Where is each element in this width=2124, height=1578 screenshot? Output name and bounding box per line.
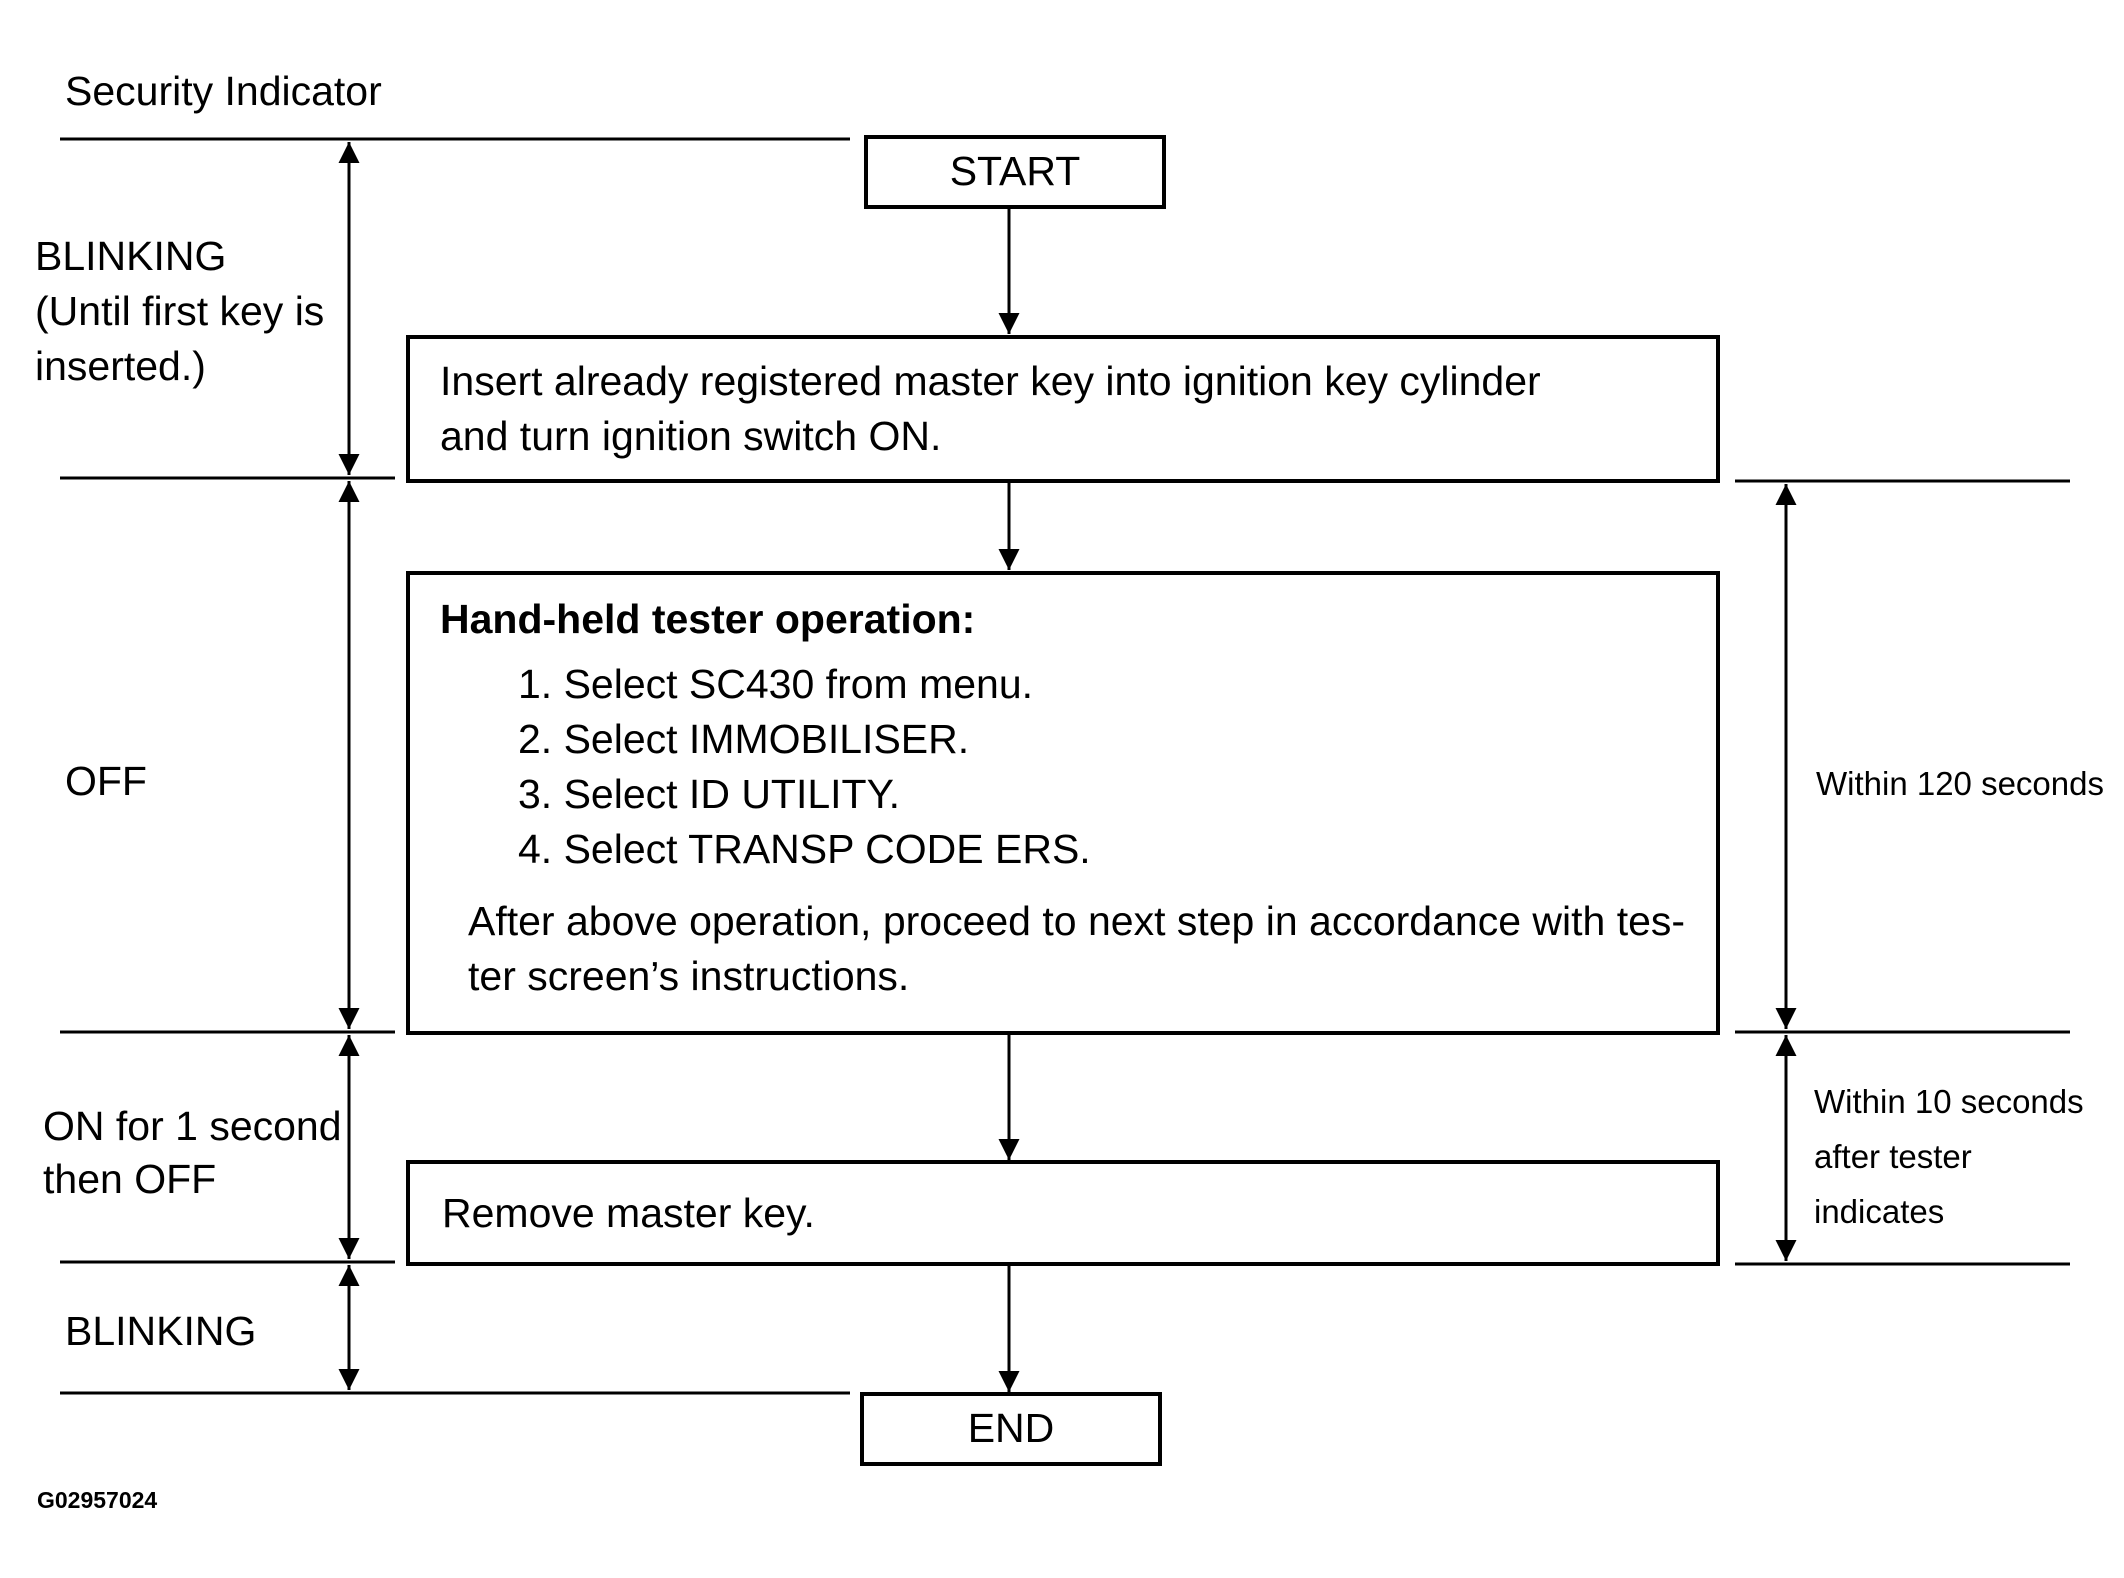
start-box [864,135,1166,209]
end-box [860,1392,1162,1466]
state-blinking-initial: BLINKING (Until first key is inserted.) [35,233,336,389]
state-blinking-initial-line3: inserted.) [35,343,206,389]
state-on-then-off-line2: then OFF [43,1156,216,1202]
figure-code: G02957024 [37,1487,157,1513]
security-indicator-title: Security Indicator [65,68,382,114]
state-on-then-off: ON for 1 second then OFF [43,1103,353,1202]
end-label: END [968,1405,1055,1451]
state-blinking-final: BLINKING [65,1308,256,1354]
state-blinking-initial-line2: (Until first key is [35,288,324,334]
step2-heading: Hand-held tester operation: [440,596,975,642]
state-blinking-initial-line1: BLINKING [35,233,226,279]
step1-text: Insert already registered master key int… [440,358,1552,459]
timing-within-120: Within 120 seconds [1816,765,2104,802]
timing-within-10-line2: after tester [1814,1138,1972,1175]
timing-within-10-line3: indicates [1814,1193,1944,1230]
start-label: START [950,148,1081,194]
step2-box [406,571,1720,1035]
step3-text: Remove master key. [442,1190,815,1236]
step2-items: 1. Select SC430 from menu. 2. Select IMM… [518,661,1091,872]
step2-note-line2: ter screen’s instructions. [468,953,909,999]
step1-text-line1: Insert already registered master key int… [440,358,1541,404]
step2-item-2: 2. Select IMMOBILISER. [518,716,969,762]
step2-item-1: 1. Select SC430 from menu. [518,661,1033,707]
step2-item-4: 4. Select TRANSP CODE ERS. [518,826,1091,872]
state-off: OFF [65,758,147,804]
step1-text-line2: and turn ignition switch ON. [440,413,941,459]
step1-box [406,335,1720,483]
step2-note: After above operation, proceed to next s… [468,898,1696,999]
step3-box [406,1160,1720,1266]
timing-within-10: Within 10 seconds after tester indicates [1814,1083,2093,1230]
step2-item-3: 3. Select ID UTILITY. [518,771,900,817]
state-on-then-off-line1: ON for 1 second [43,1103,342,1149]
timing-within-10-line1: Within 10 seconds [1814,1083,2084,1120]
step2-note-line1: After above operation, proceed to next s… [468,898,1685,944]
